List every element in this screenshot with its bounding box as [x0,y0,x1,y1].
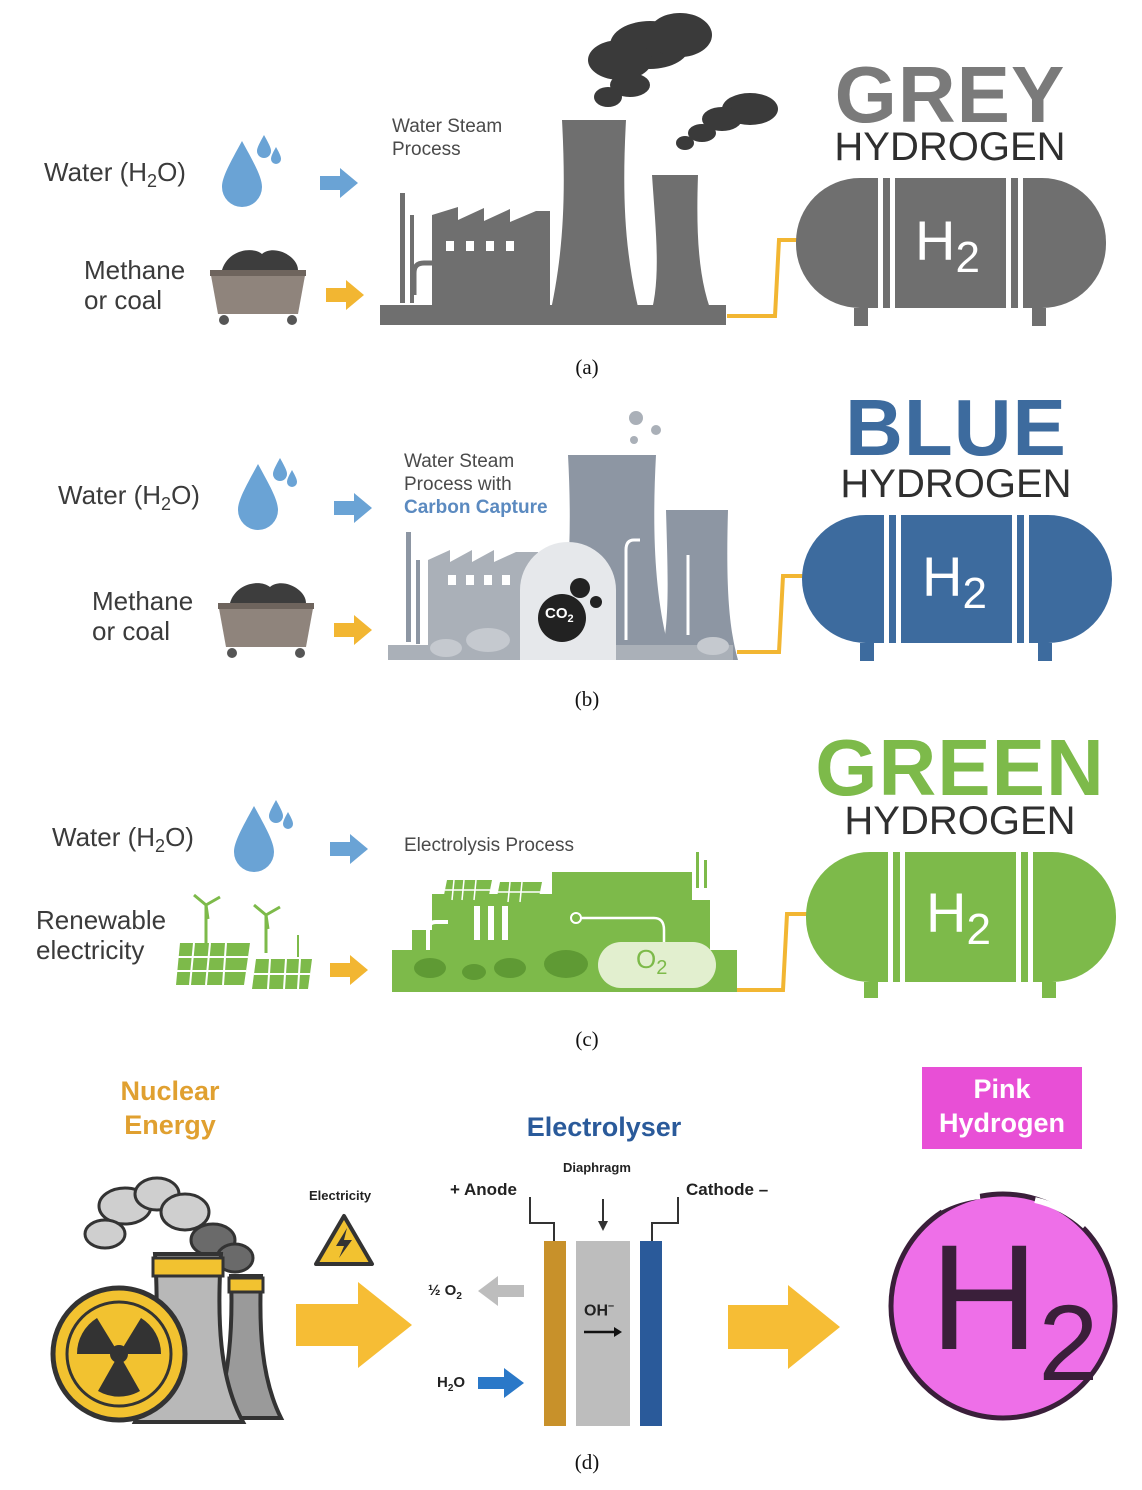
tank-green [806,852,1116,998]
tank-label: H2 [926,881,991,955]
water-drop-icon [234,800,293,872]
hydrogen-subtitle: HYDROGEN [840,462,1072,506]
factory-grey-icon [380,13,778,325]
factory-blue-icon [388,411,738,660]
factory-green-icon [392,852,737,992]
cathode-label: Cathode – [686,1180,769,1199]
coal-cart-icon [218,583,314,658]
coal-cart-icon [210,250,306,325]
hydrogen-molecule-icon [888,1191,1118,1421]
electricity-label: Electricity [309,1188,372,1203]
arrow-to-electrolyser [296,1282,412,1368]
h2-label: H2 [930,1213,1099,1403]
diaphragm-label: Diaphragm [563,1160,631,1175]
process-label: Electrolysis Process [404,835,574,856]
electricity-warning-icon [314,1214,374,1266]
anode-label: + Anode [450,1180,517,1199]
hydrogen-subtitle: HYDROGEN [834,125,1066,169]
water-in-arrow [478,1368,524,1398]
o2-label: O2 [636,944,668,980]
pipe [737,574,805,654]
water-label: Water (H2O) [58,480,200,515]
pipe [727,238,803,318]
water-in-label: H2O [437,1374,466,1394]
pipe [737,912,809,992]
caption-c: (c) [575,1027,599,1051]
power-arrow [330,955,368,985]
electrolyser-cell [529,1197,679,1426]
green-title: GREEN [815,723,1105,812]
tank-blue [802,515,1112,661]
water-arrow [330,834,368,864]
blue-title: BLUE [845,383,1067,472]
co2-label: CO2 [545,605,574,625]
water-drop-icon [238,458,297,530]
tank-label: H2 [922,545,987,619]
caption-a: (a) [575,355,599,379]
solar-wind-icon [176,893,312,990]
caption-b: (b) [574,687,600,711]
water-label: Water (H2O) [44,157,186,192]
water-arrow [334,493,372,523]
grey-title: GREY [834,50,1066,139]
fuel-arrow [326,280,364,310]
oxygen-out-label: ½ O2 [428,1282,462,1302]
fuel-arrow [334,615,372,645]
water-label: Water (H2O) [52,822,194,857]
arrow-to-hydrogen [728,1285,840,1369]
water-drop-icon [222,135,281,207]
hydrogen-subtitle: HYDROGEN [844,799,1076,843]
caption-d: (d) [574,1450,600,1474]
electrolyser-heading: Electrolyser [526,1112,682,1142]
ion-label: OH– [584,1300,615,1320]
oxygen-out-arrow [478,1276,524,1306]
tank-grey [796,178,1106,326]
water-arrow [320,168,358,198]
tank-label: H2 [915,209,980,283]
nuclear-plant-icon [50,1176,285,1424]
